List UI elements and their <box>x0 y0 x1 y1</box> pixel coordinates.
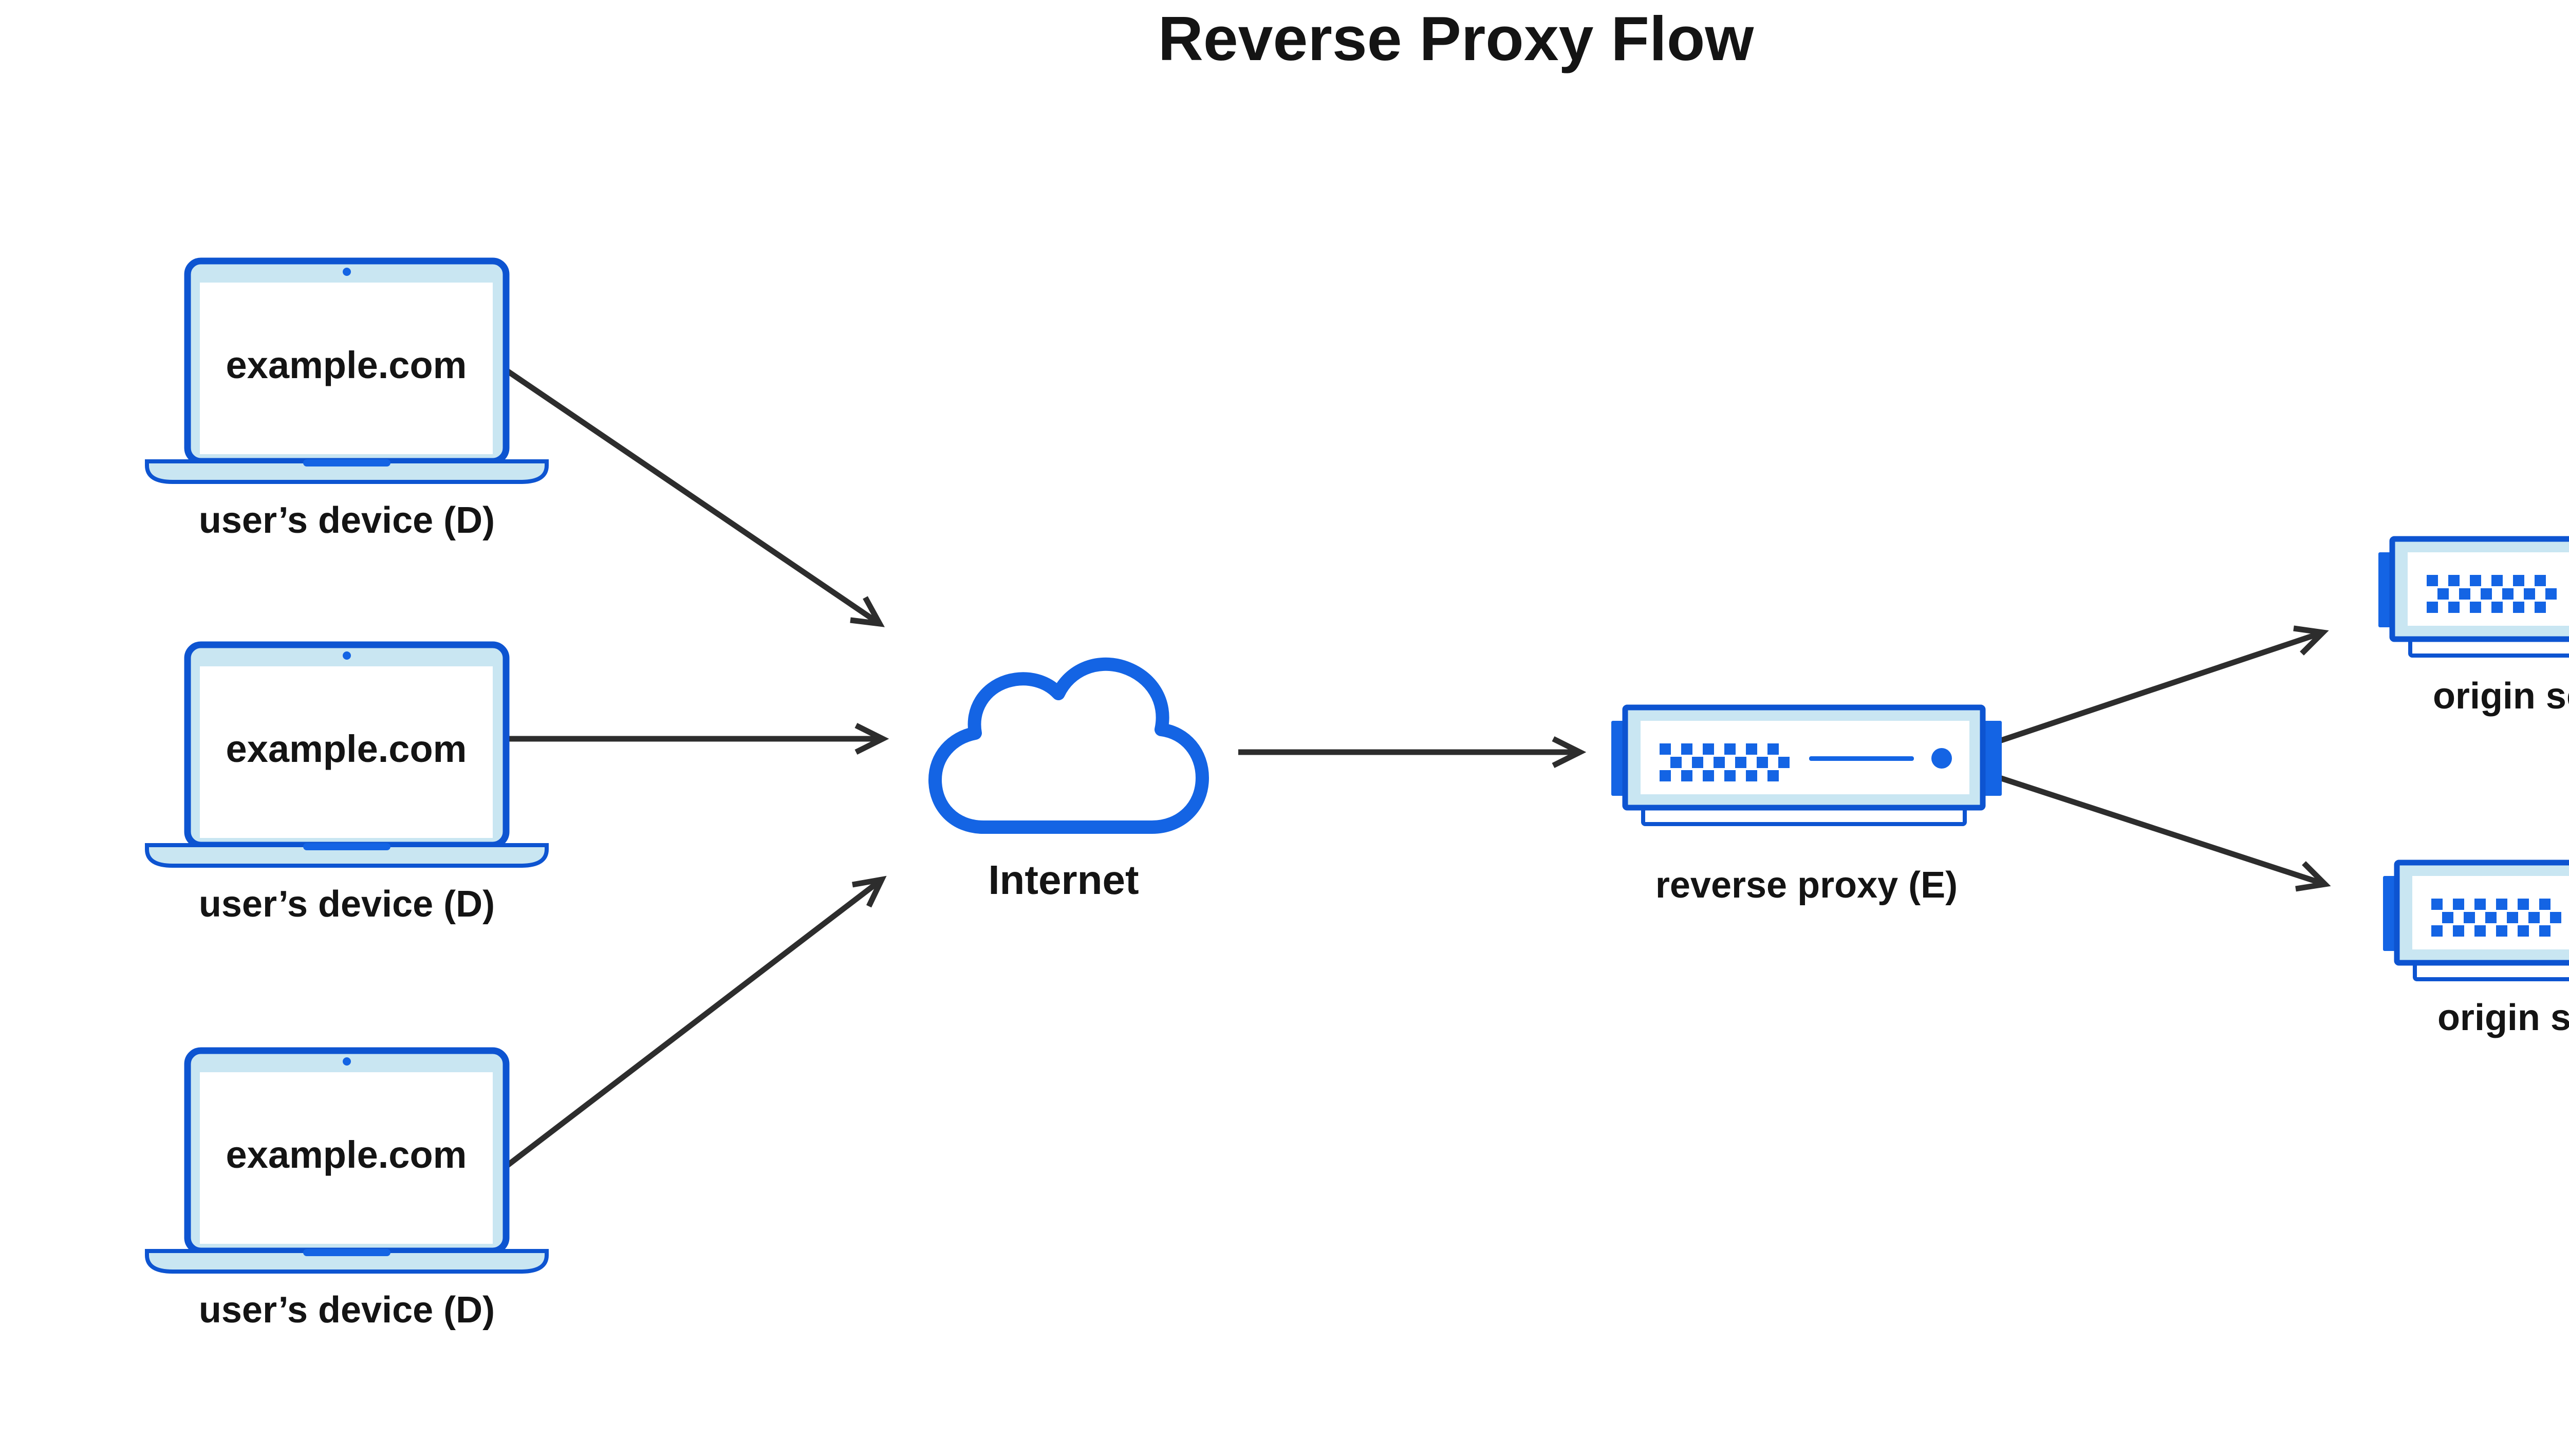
arrow-device2-to-internet <box>500 723 889 755</box>
device-screen-url: example.com <box>226 1133 467 1176</box>
device-caption: user’s device (D) <box>198 1290 495 1331</box>
page-title: Reverse Proxy Flow <box>1158 4 1754 73</box>
arrow-proxy-to-origin1 <box>1996 625 2329 745</box>
reverse-proxy-caption: reverse proxy (E) <box>1655 865 1958 906</box>
internet-caption: Internet <box>988 857 1139 903</box>
cloud-icon <box>928 657 1209 834</box>
origin-server-caption: origin server (F) <box>2437 997 2569 1038</box>
server-icon <box>1611 707 2002 824</box>
origin-server-caption: origin server (F) <box>2432 676 2569 717</box>
arrow-internet-to-proxy <box>1238 736 1587 768</box>
device-caption: user’s device (D) <box>198 884 495 925</box>
device-caption: user’s device (D) <box>198 500 495 541</box>
arrow-proxy-to-origin2 <box>1996 774 2331 892</box>
arrow-device1-to-internet <box>498 364 885 627</box>
device-screen-url: example.com <box>226 727 467 770</box>
server-icon <box>2378 539 2569 656</box>
server-icon <box>2383 863 2569 979</box>
device-screen-url: example.com <box>226 344 467 386</box>
arrow-device3-to-internet <box>506 875 887 1168</box>
